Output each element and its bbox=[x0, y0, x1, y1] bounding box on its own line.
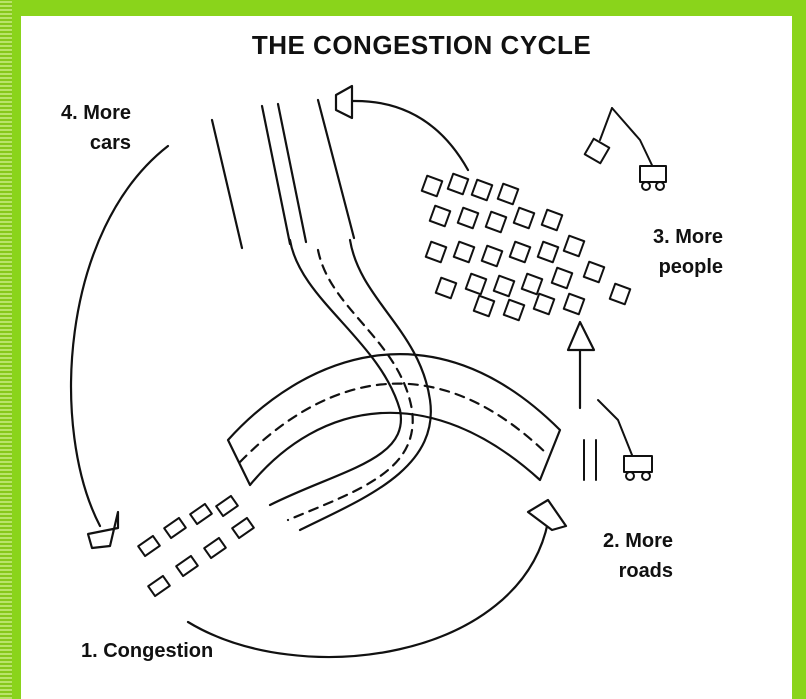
stage-more-roads-line1: 2. More bbox=[603, 526, 673, 556]
page-title: THE CONGESTION CYCLE bbox=[21, 30, 792, 61]
diagram-panel: THE CONGESTION CYCLE 1. Congestion 2. Mo… bbox=[21, 16, 792, 699]
stage-congestion-label: 1. Congestion bbox=[81, 636, 213, 666]
stage-more-cars-line1: 4. More bbox=[61, 98, 131, 128]
upper-road-mid-edge bbox=[262, 106, 290, 244]
arrowhead-cycle-4 bbox=[88, 512, 118, 548]
stage-more-people-line2: people bbox=[653, 252, 723, 282]
arrowhead-cycle-2 bbox=[568, 322, 594, 350]
stage-more-roads-line2: roads bbox=[603, 556, 673, 586]
stage-more-people-line1: 3. More bbox=[653, 222, 723, 252]
stage-congestion-text: 1. Congestion bbox=[81, 636, 213, 666]
upper-road-left-edge bbox=[212, 120, 242, 248]
stage-more-cars-line2: cars bbox=[61, 128, 131, 158]
upper-road-right-edge bbox=[318, 100, 354, 238]
stage-more-roads-label: 2. More roads bbox=[603, 526, 673, 586]
stage-more-cars-label: 4. More cars bbox=[61, 98, 131, 158]
housing-cluster bbox=[422, 174, 631, 321]
cycle-illustration bbox=[21, 16, 792, 699]
congested-cars bbox=[138, 496, 254, 596]
upper-road-mid-edge-2 bbox=[278, 104, 306, 242]
crane-bottom bbox=[584, 400, 652, 480]
crane-top bbox=[585, 108, 666, 190]
stage-more-people-label: 3. More people bbox=[653, 222, 723, 282]
arrow-congestion-to-roads bbox=[188, 522, 548, 657]
arrow-cars-to-congestion bbox=[71, 146, 168, 526]
arrow-people-to-cars bbox=[352, 101, 468, 170]
arrowhead-cycle-1 bbox=[528, 500, 566, 530]
striped-border bbox=[0, 0, 12, 699]
arrowhead-cycle-3 bbox=[336, 86, 352, 118]
